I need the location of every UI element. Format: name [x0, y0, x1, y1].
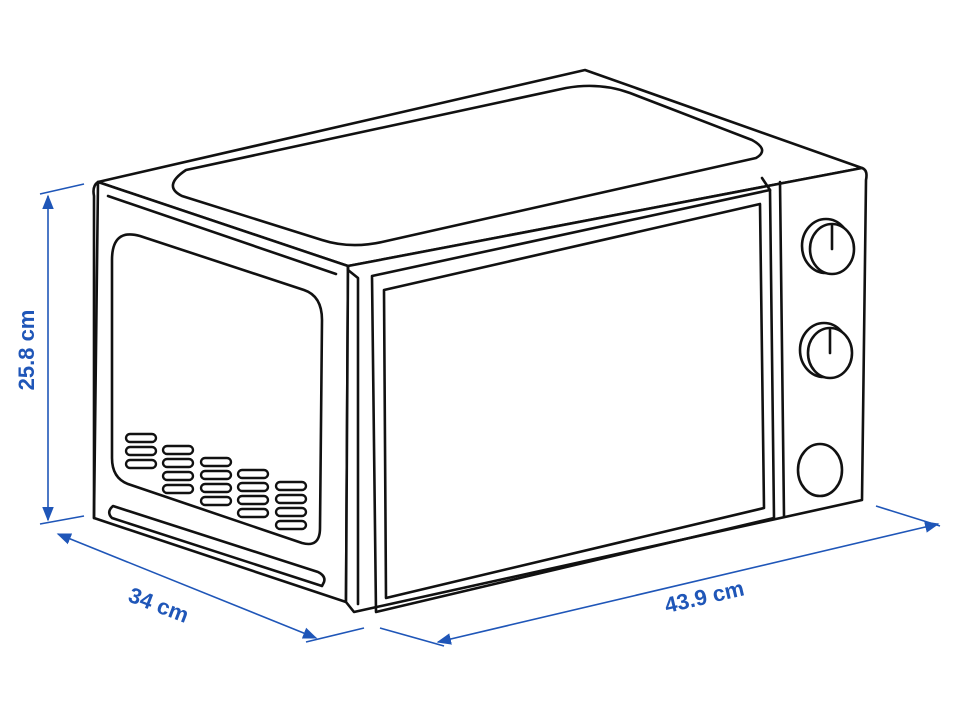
vent-slot-icon: [274, 480, 308, 492]
vent-column-5: [274, 480, 308, 531]
vent-column-3: [199, 456, 233, 507]
width-dimension-arrow-icon: [436, 521, 940, 645]
dimension-lines: [39, 183, 941, 647]
side-rail: [107, 504, 326, 588]
height-extension-bottom: [39, 515, 85, 525]
depth-dimension-arrow-icon: [56, 533, 318, 639]
vent-slot-icon: [124, 458, 158, 470]
width-extension-left: [379, 627, 445, 647]
top-panel: [171, 84, 764, 247]
height-label: 25.8 cm: [14, 310, 39, 391]
vent-column-1: [124, 432, 158, 470]
vent-slot-icon: [199, 495, 233, 507]
vent-column-2: [161, 444, 195, 495]
door-button-icon: [796, 442, 844, 498]
depth-extension-right: [305, 627, 365, 643]
vent-column-4: [236, 468, 270, 519]
height-extension-top: [39, 183, 85, 195]
vent-slot-icon: [199, 469, 233, 481]
control-panel-divider: [778, 180, 786, 518]
width-extension-right: [875, 505, 941, 527]
vent-slot-icon: [124, 432, 158, 444]
power-knob-icon: [798, 321, 854, 380]
vent-slot-icon: [161, 444, 195, 456]
door-frame: [370, 188, 776, 614]
vent-slot-icon: [161, 457, 195, 469]
depth-label: 34 cm: [125, 582, 192, 628]
timer-knob-icon: [800, 217, 856, 276]
control-knobs: [796, 217, 856, 498]
side-face-rim: [92, 180, 100, 520]
door-glass: [382, 202, 766, 600]
vent-slot-icon: [199, 482, 233, 494]
vent-slot-icon: [124, 445, 158, 457]
vent-slot-icon: [274, 519, 308, 531]
microwave-outline-icon: [92, 68, 868, 614]
vent-slot-icon: [161, 483, 195, 495]
vent-slot-icon: [199, 456, 233, 468]
vent-slot-icon: [236, 468, 270, 480]
vent-slot-icon: [274, 506, 308, 518]
vent-slots: [124, 432, 308, 531]
vent-slot-icon: [236, 494, 270, 506]
front-face-edge: [346, 264, 360, 606]
control-panel-edge: [760, 176, 772, 192]
vent-slot-icon: [236, 507, 270, 519]
width-label: 43.9 cm: [662, 575, 746, 618]
vent-slot-icon: [236, 481, 270, 493]
side-face-inner: [106, 194, 338, 276]
vent-slot-icon: [161, 470, 195, 482]
vent-slot-icon: [274, 493, 308, 505]
